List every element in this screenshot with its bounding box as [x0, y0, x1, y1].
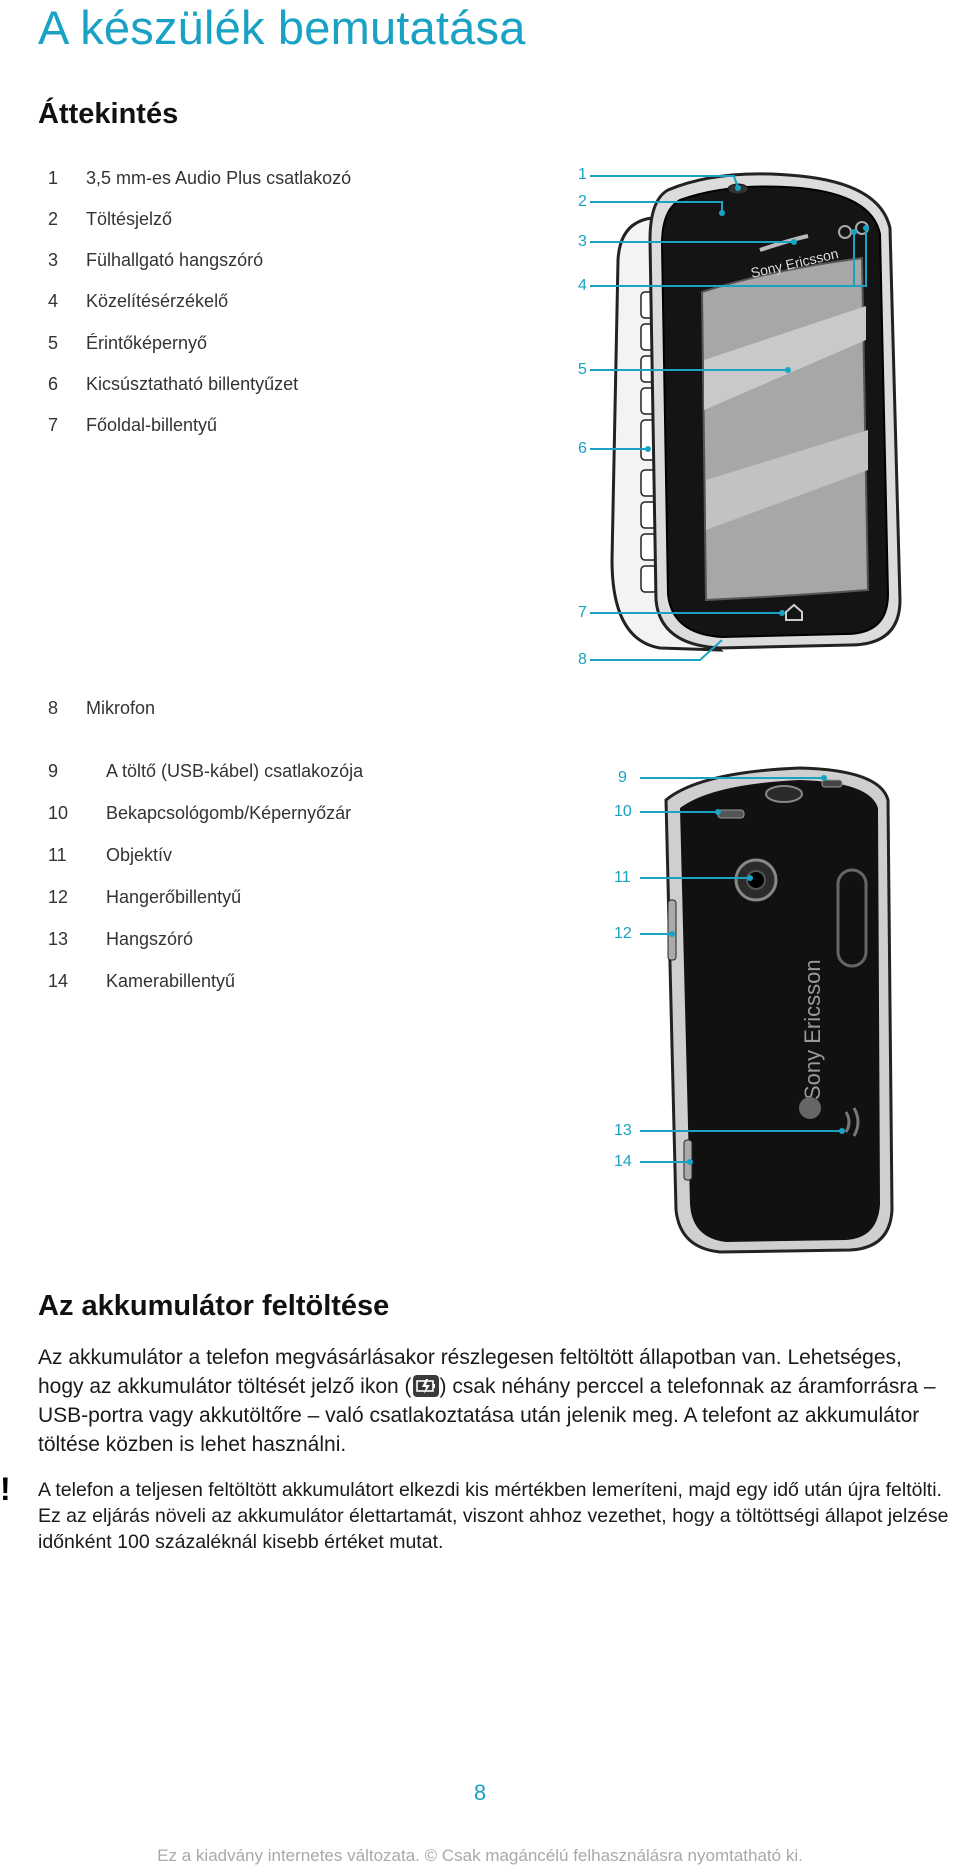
callout-7: 7 — [578, 604, 587, 621]
battery-paragraph: Az akkumulátor a telefon megvásárlásakor… — [38, 1346, 936, 1456]
phone-illustrations: Sony Ericsson Sony Ericsson — [590, 172, 902, 1254]
charging-battery-icon — [412, 1375, 439, 1397]
callout-13: 13 — [614, 1122, 632, 1139]
callout-2: 2 — [578, 193, 587, 210]
callout-10: 10 — [614, 803, 632, 820]
page-title: A készülék bemutatása — [38, 1, 526, 54]
callout-3: 3 — [578, 233, 587, 250]
brand-logo-back: Sony Ericsson — [800, 959, 825, 1100]
callout-9: 9 — [618, 769, 627, 786]
callout-4: 4 — [578, 277, 587, 294]
callout-14: 14 — [614, 1153, 632, 1170]
footer-disclaimer: Ez a kiadvány internetes változata. © Cs… — [157, 1846, 803, 1865]
callout-1: 1 — [578, 166, 587, 183]
callout-8: 8 — [578, 651, 587, 668]
back-phone-illustration: Sony Ericsson — [664, 766, 894, 1254]
overview-heading: Áttekintés — [38, 98, 179, 130]
home-key-icon — [785, 603, 803, 621]
note-paragraph: A telefon a teljesen feltöltött akkumulá… — [38, 1479, 949, 1553]
battery-heading: Az akkumulátor feltöltése — [38, 1290, 390, 1322]
warning-icon: ! — [0, 1471, 11, 1507]
front-phone-illustration: Sony Ericsson — [610, 172, 902, 652]
callout-6: 6 — [578, 440, 587, 457]
page-number: 8 — [473, 1780, 487, 1805]
callout-11: 11 — [614, 869, 631, 886]
callout-5: 5 — [578, 361, 587, 378]
callout-12: 12 — [614, 925, 632, 942]
